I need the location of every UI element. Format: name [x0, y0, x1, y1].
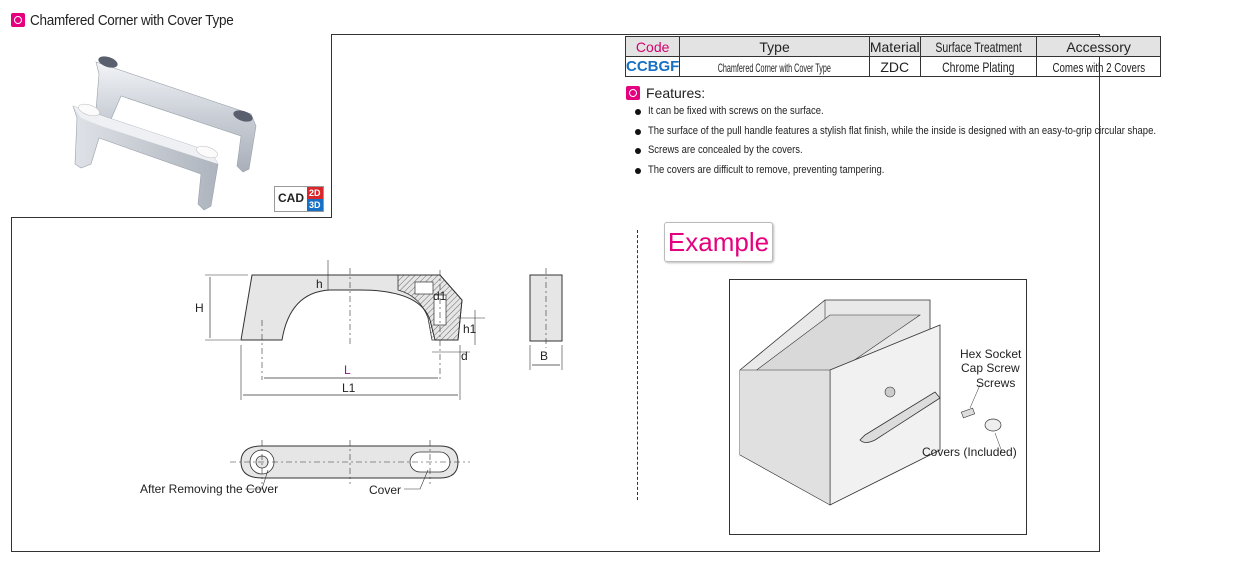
cell-type: Chamfered Corner with Cover Type	[679, 56, 870, 77]
feature-item: The surface of the pull handle features …	[632, 122, 1239, 142]
spec-table: Code Type Material Surface Treatment Acc…	[624, 36, 1162, 77]
features-title: Features:	[646, 85, 706, 101]
example-illustration: Hex Socket Cap Screw Screws Covers (Incl…	[729, 279, 1027, 535]
cell-accessory: Comes with 2 Covers	[1035, 56, 1162, 77]
circle-bullet-icon	[11, 13, 25, 27]
screws-label: Screws	[976, 376, 1015, 390]
content-frame	[11, 34, 1100, 552]
drawer-image: Hex Socket Cap Screw Screws Covers (Incl…	[739, 299, 1022, 506]
spec-table-header: Code Type Material Surface Treatment Acc…	[624, 36, 1162, 57]
covers-label: Covers (Included)	[922, 445, 1017, 459]
header-type: Type	[679, 36, 870, 57]
hex-screw-label-line2: Cap Screw	[961, 361, 1020, 375]
header-code: Code	[624, 36, 681, 57]
cell-material: ZDC	[868, 56, 921, 77]
handle-photo-image	[72, 56, 257, 211]
divider-line	[637, 230, 638, 500]
example-title: Example	[664, 222, 773, 262]
circle-bullet-icon	[626, 86, 640, 100]
cell-code[interactable]: CCBGF	[624, 56, 681, 77]
header-accessory: Accessory	[1035, 36, 1162, 57]
cad-2d-label: 2D	[307, 187, 323, 199]
hex-screw-label-line1: Hex Socket	[960, 347, 1022, 361]
feature-item: Screws are concealed by the covers.	[632, 141, 1239, 161]
cell-surface: Chrome Plating	[919, 56, 1037, 77]
header-surface-treatment: Surface Treatment	[919, 36, 1037, 57]
spec-table-row: CCBGF Chamfered Corner with Cover Type Z…	[624, 56, 1162, 77]
features-heading: Features:	[626, 85, 705, 101]
cad-badge[interactable]: CAD 2D 3D	[274, 186, 324, 212]
feature-item: It can be fixed with screws on the surfa…	[632, 102, 1239, 122]
features-list: It can be fixed with screws on the surfa…	[632, 102, 1239, 180]
section-title-text: Chamfered Corner with Cover Type	[30, 11, 234, 29]
cad-label: CAD	[278, 191, 304, 205]
header-material: Material	[868, 36, 921, 57]
feature-item: The covers are difficult to remove, prev…	[632, 161, 1239, 181]
cad-3d-label: 3D	[307, 199, 323, 211]
section-title: Chamfered Corner with Cover Type	[11, 11, 256, 29]
